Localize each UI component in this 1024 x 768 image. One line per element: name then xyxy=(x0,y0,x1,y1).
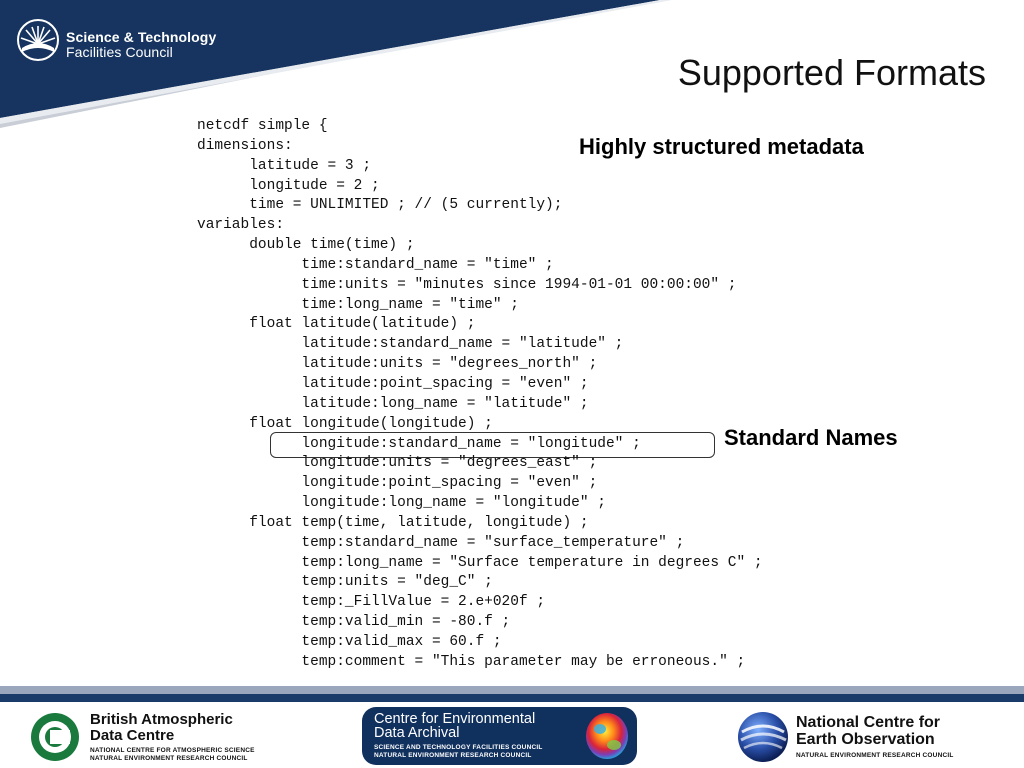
footer-rule-light xyxy=(0,686,1024,694)
stfc-logo xyxy=(14,16,224,66)
badc-wordmark: British Atmospheric Data Centre NATIONAL… xyxy=(90,712,255,763)
stfc-wordmark: Science & Technology Facilities Council xyxy=(66,30,216,60)
code-line: latitude:point_spacing = "even" ; xyxy=(197,375,589,392)
code-line: float latitude(latitude) ; xyxy=(197,316,476,333)
code-line: dimensions: xyxy=(197,137,293,154)
code-line: time:long_name = "time" ; xyxy=(197,296,519,313)
footer-rule-dark xyxy=(0,694,1024,702)
code-line: temp:long_name = "Surface temperature in… xyxy=(197,554,763,571)
code-line: netcdf simple { xyxy=(197,118,328,134)
badc-sub-line2: NATURAL ENVIRONMENT RESEARCH COUNCIL xyxy=(90,755,248,762)
code-line: temp:valid_max = 60.f ; xyxy=(197,633,502,650)
code-line: longitude:point_spacing = "even" ; xyxy=(197,475,598,492)
code-line: latitude:long_name = "latitude" ; xyxy=(197,395,589,412)
slide-title: Supported Formats xyxy=(677,52,986,93)
code-line: longitude:units = "degrees_east" ; xyxy=(197,455,598,472)
ceda-sub-line2: NATURAL ENVIRONMENT RESEARCH COUNCIL xyxy=(374,752,532,759)
code-line-highlighted: longitude:standard_name = "longitude" ; xyxy=(197,435,641,452)
callout-metadata: Highly structured metadata xyxy=(579,134,864,159)
code-line: latitude:units = "degrees_north" ; xyxy=(197,356,598,373)
code-line: latitude = 3 ; xyxy=(197,157,372,174)
code-line: float temp(time, latitude, longitude) ; xyxy=(197,514,589,531)
stfc-name-line1: Science & Technology xyxy=(66,29,217,45)
nceo-name-line2: Earth Observation xyxy=(796,731,935,748)
badc-sub-line1: NATIONAL CENTRE FOR ATMOSPHERIC SCIENCE xyxy=(90,747,255,754)
footer: British Atmospheric Data Centre NATIONAL… xyxy=(0,702,1024,768)
stfc-name-line2: Facilities Council xyxy=(66,44,173,60)
ceda-logo: Centre for Environmental Data Archival S… xyxy=(362,707,637,765)
ceda-name-line1: Centre for Environmental xyxy=(374,711,536,727)
code-line: temp:_FillValue = 2.e+020f ; xyxy=(197,594,546,611)
nceo-logo: National Centre for Earth Observation NA… xyxy=(736,710,976,766)
code-line: time:units = "minutes since 1994-01-01 0… xyxy=(197,276,737,293)
nceo-name-line1: National Centre for xyxy=(796,714,941,731)
code-line: temp:units = "deg_C" ; xyxy=(197,574,493,591)
ceda-sub-line1: SCIENCE AND TECHNOLOGY FACILITIES COUNCI… xyxy=(374,744,543,751)
badc-logo: British Atmospheric Data Centre NATIONAL… xyxy=(28,710,278,766)
code-line: temp:comment = "This parameter may be er… xyxy=(197,653,746,670)
badc-name-line1: British Atmospheric xyxy=(90,711,233,728)
code-line: latitude:standard_name = "latitude" ; xyxy=(197,336,624,353)
earth-swirl-icon xyxy=(738,712,788,762)
ceda-name-line2: Data Archival xyxy=(374,725,460,741)
standard-name-highlight-box xyxy=(270,432,715,458)
netcdf-header-listing: netcdf simple { dimensions: latitude = 3 … xyxy=(197,117,763,673)
nceo-wordmark: National Centre for Earth Observation NA… xyxy=(796,714,954,760)
badc-name-line2: Data Centre xyxy=(90,727,175,744)
callout-standard-names: Standard Names xyxy=(724,425,898,450)
code-line: variables: xyxy=(197,217,285,234)
ceda-wordmark: Centre for Environmental Data Archival S… xyxy=(374,712,543,760)
code-line: longitude:long_name = "longitude" ; xyxy=(197,495,606,512)
code-line: double time(time) ; xyxy=(197,237,415,254)
code-line: float longitude(longitude) ; xyxy=(197,415,493,432)
globe-icon xyxy=(586,713,628,759)
code-line: temp:valid_min = -80.f ; xyxy=(197,614,511,631)
code-line: time = UNLIMITED ; // (5 currently); xyxy=(197,197,563,214)
code-line: temp:standard_name = "surface_temperatur… xyxy=(197,534,685,551)
code-line: longitude = 2 ; xyxy=(197,177,380,194)
nceo-sub-line1: NATURAL ENVIRONMENT RESEARCH COUNCIL xyxy=(796,752,954,759)
code-line: time:standard_name = "time" ; xyxy=(197,256,554,273)
header-band xyxy=(0,0,672,128)
badc-emblem-icon xyxy=(31,713,79,761)
sunburst-icon xyxy=(17,19,59,61)
